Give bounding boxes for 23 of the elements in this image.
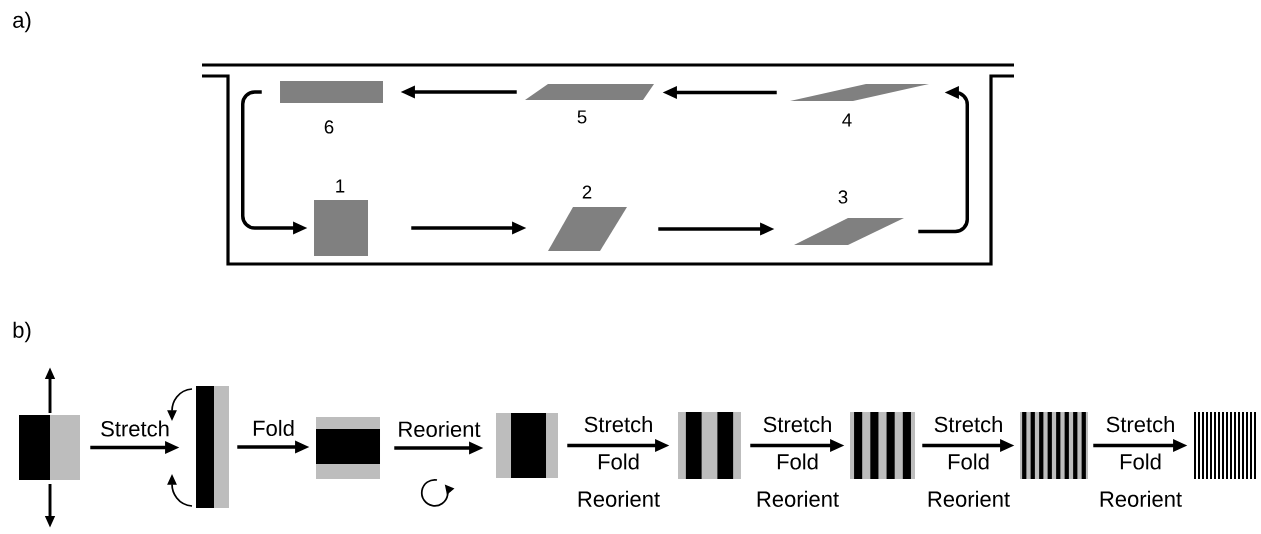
- panel-label: b): [13, 321, 31, 343]
- panel-label: a): [13, 11, 31, 33]
- striped-block: [850, 412, 915, 479]
- step-number: 4: [842, 113, 852, 127]
- step-number: 3: [838, 190, 848, 204]
- striped-block: [1193, 412, 1257, 479]
- striped-block: [678, 412, 741, 479]
- striped-block: [496, 413, 558, 478]
- step-number: 6: [324, 120, 334, 134]
- edge-label: Stretch Fold Reorient: [757, 416, 839, 507]
- edge-label: Stretch Fold Reorient: [1100, 416, 1182, 507]
- striped-block: [1020, 412, 1088, 479]
- edge-label: Reorient: [399, 420, 481, 438]
- step-number: 2: [582, 185, 592, 199]
- edge-label: Stretch Fold Reorient: [578, 416, 660, 507]
- step-number: 1: [336, 179, 345, 193]
- striped-block: [316, 417, 380, 479]
- step-number: 5: [577, 110, 587, 124]
- edge-label: Stretch Fold Reorient: [928, 416, 1010, 507]
- striped-block: [19, 415, 80, 480]
- edge-label: Stretch: [101, 420, 169, 437]
- edge-label: Fold: [253, 419, 294, 437]
- striped-block: [196, 386, 229, 508]
